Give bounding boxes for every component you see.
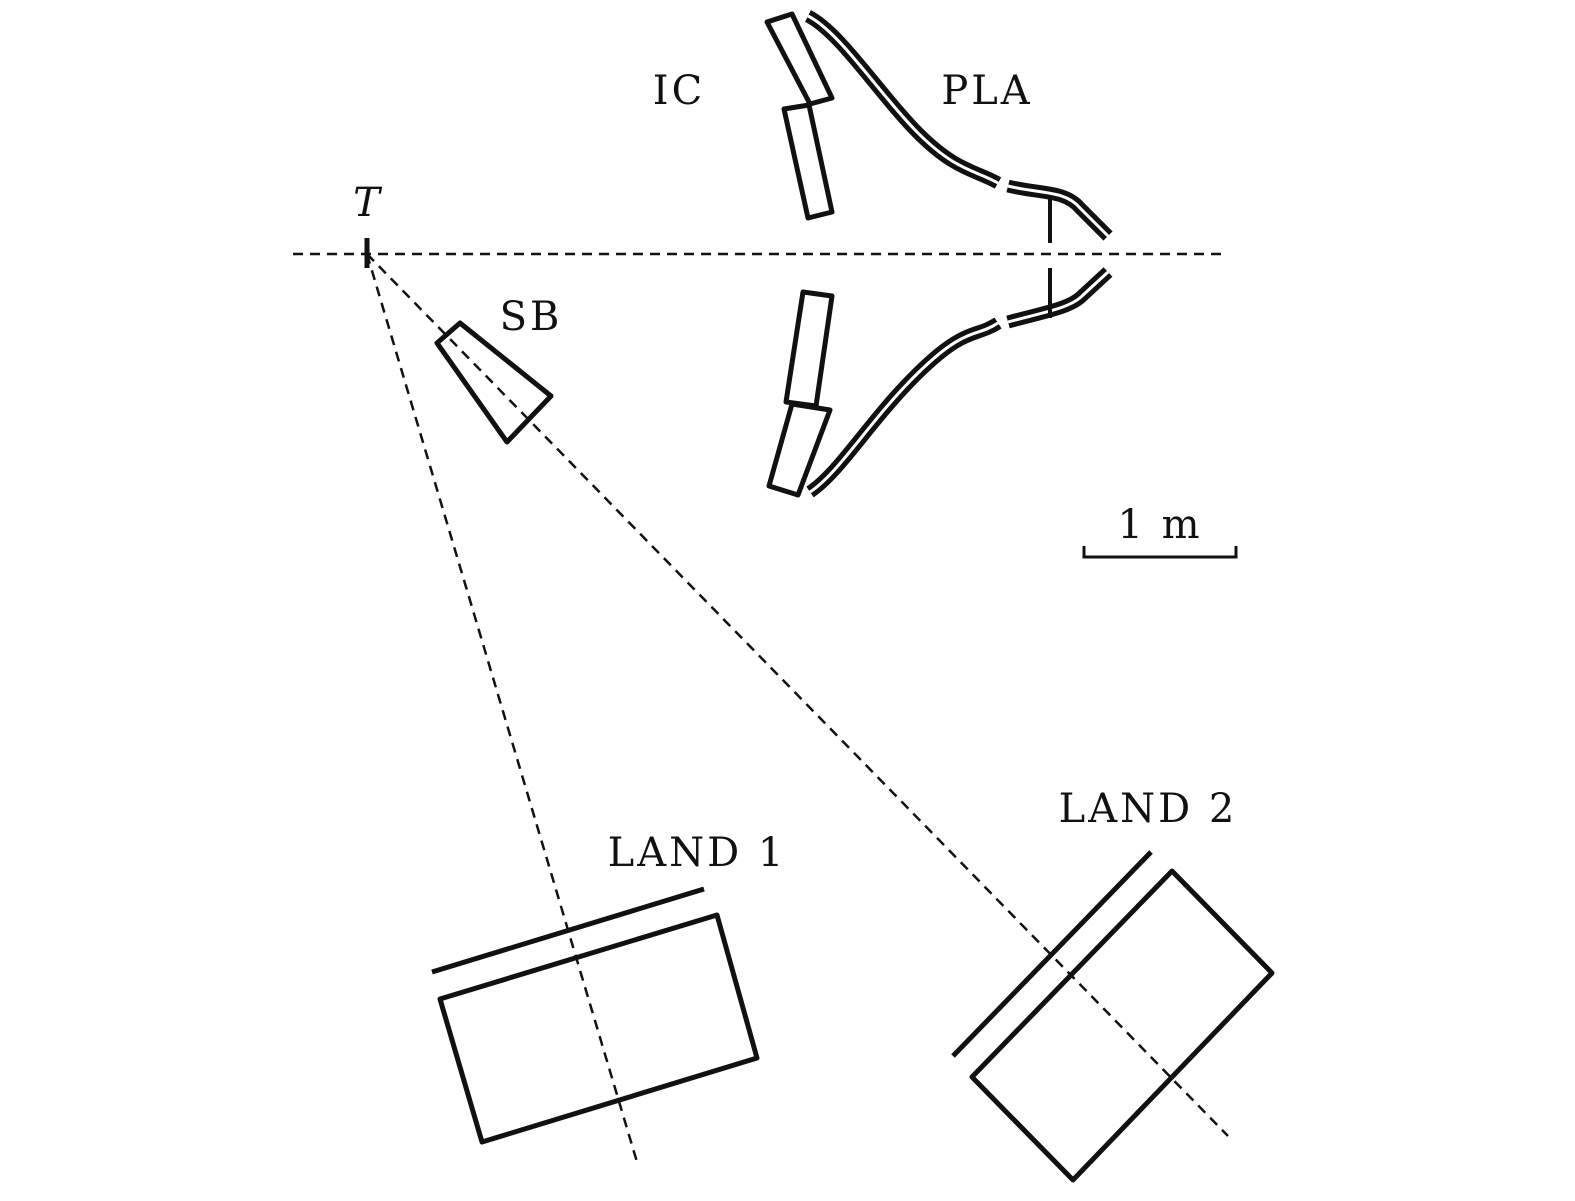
flight-path-land2 xyxy=(366,253,1229,1137)
pla-detector xyxy=(804,10,1113,498)
land1-label: LAND 1 xyxy=(608,830,787,876)
land1-detector xyxy=(431,886,760,1145)
flight-path-land1 xyxy=(365,253,639,1163)
sb-label: SB xyxy=(500,294,563,340)
land2-detector xyxy=(951,850,1275,1183)
pla-label: PLA xyxy=(941,68,1032,114)
land2-label: LAND 2 xyxy=(1059,786,1238,832)
ic-detector xyxy=(764,11,835,498)
scale-label: 1 m xyxy=(1117,502,1202,548)
target-label: T xyxy=(353,180,383,226)
sb-detector xyxy=(434,320,554,445)
scale-bar xyxy=(1082,546,1238,559)
ic-label: IC xyxy=(653,68,705,114)
